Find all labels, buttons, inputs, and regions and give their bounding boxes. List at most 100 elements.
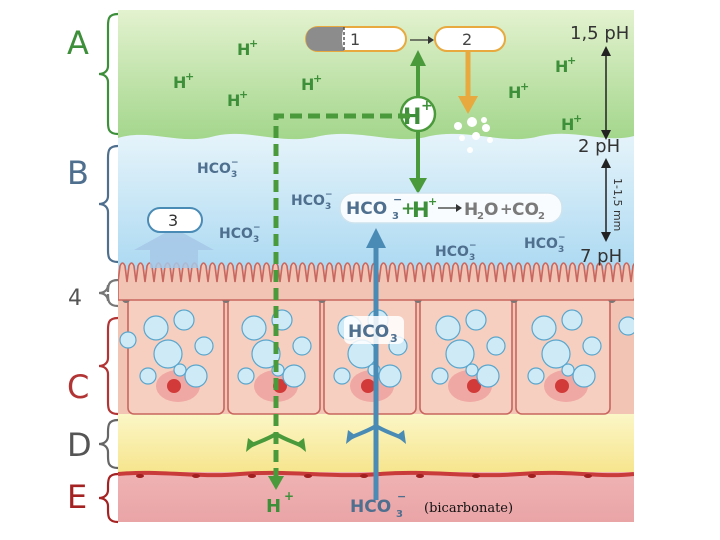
svg-text:H: H <box>561 115 574 134</box>
svg-text:2: 2 <box>538 211 545 222</box>
h-plus-ion: H+ <box>237 37 258 59</box>
svg-text:O: O <box>484 200 498 220</box>
hco3-blood: HCO <box>350 497 391 517</box>
vesicle <box>486 336 506 356</box>
svg-text:HCO: HCO <box>524 236 558 252</box>
ph-mid-label: 2 pH <box>578 136 620 157</box>
nucleolus <box>467 379 481 393</box>
svg-text:HCO: HCO <box>291 193 325 209</box>
svg-text:3: 3 <box>396 509 403 520</box>
svg-text:3: 3 <box>469 253 475 263</box>
vesicle <box>527 367 545 385</box>
vesicle <box>445 339 475 369</box>
svg-text:HCO: HCO <box>348 322 389 342</box>
svg-text:−: − <box>325 190 333 200</box>
vesicle <box>561 309 583 331</box>
vesicle <box>153 339 183 369</box>
vesicle <box>431 367 449 385</box>
blood-cell <box>584 474 592 478</box>
svg-text:H: H <box>464 200 478 220</box>
h-plus-ion: H+ <box>508 80 529 102</box>
svg-text:+: + <box>428 195 437 208</box>
svg-text:H: H <box>237 40 250 59</box>
layer-label-a: A <box>67 24 89 62</box>
svg-text:−: − <box>231 158 239 168</box>
vesicle <box>465 363 479 377</box>
svg-text:−: − <box>469 241 477 251</box>
svg-text:+: + <box>185 70 194 83</box>
blood-cell <box>304 474 312 478</box>
svg-text:H: H <box>412 198 430 222</box>
blood-cell <box>472 474 480 478</box>
vesicle <box>184 364 208 388</box>
vesicle <box>378 364 402 388</box>
layer-label-c: C <box>67 368 89 406</box>
svg-text:−: − <box>253 223 261 233</box>
vesicle <box>333 367 351 385</box>
svg-text:H: H <box>508 83 521 102</box>
digestion-fragments <box>454 117 493 153</box>
layer-brace <box>98 472 119 524</box>
box-1: 1 <box>305 26 407 52</box>
box-2: 2 <box>434 26 506 52</box>
svg-text:−: − <box>558 233 566 243</box>
svg-text:HCO: HCO <box>197 161 231 177</box>
blood-cell <box>528 474 536 478</box>
hco3-cell-box: HCO 3 <box>344 316 404 345</box>
layer-label-d: D <box>67 426 92 464</box>
vesicle <box>251 339 281 369</box>
svg-text:2: 2 <box>477 211 484 222</box>
svg-text:+: + <box>401 199 415 219</box>
svg-text:1: 1 <box>350 30 360 49</box>
svg-text:H: H <box>301 75 314 94</box>
vesicle <box>465 309 487 331</box>
nucleolus <box>167 379 181 393</box>
svg-text:CO: CO <box>512 200 539 220</box>
svg-text:+: + <box>520 80 529 93</box>
vesicle <box>572 364 596 388</box>
h-plus-ion: H+ <box>555 54 576 76</box>
vesicle <box>282 364 306 388</box>
layer-brace <box>98 418 119 470</box>
svg-text:+: + <box>500 200 513 218</box>
svg-text:HCO: HCO <box>435 244 469 260</box>
vesicle <box>561 363 575 377</box>
box-3: 3 <box>147 207 203 233</box>
blood-cell <box>136 474 144 478</box>
h-plus-blood: H <box>266 496 281 517</box>
nucleolus <box>555 379 569 393</box>
vesicle <box>292 336 312 356</box>
svg-text:+: + <box>421 98 433 114</box>
vesicle <box>582 336 602 356</box>
vesicle <box>173 309 195 331</box>
svg-text:H: H <box>173 73 186 92</box>
svg-text:+: + <box>573 112 582 125</box>
svg-text:3: 3 <box>231 170 237 180</box>
vesicle <box>143 315 169 341</box>
bicarbonate-caption: (bicarbonate) <box>424 501 513 516</box>
vesicle <box>241 315 267 341</box>
svg-text:−: − <box>397 490 406 503</box>
svg-text:+: + <box>567 54 576 67</box>
svg-text:HCO: HCO <box>346 199 387 219</box>
svg-text:3: 3 <box>168 211 178 230</box>
vesicle <box>541 339 571 369</box>
vesicle <box>531 315 557 341</box>
svg-text:+: + <box>313 72 322 85</box>
layer-brace <box>98 278 119 308</box>
svg-text:+: + <box>249 37 258 50</box>
h-plus-ion: H+ <box>227 88 248 110</box>
vesicle <box>476 364 500 388</box>
svg-text:+: + <box>239 88 248 101</box>
layer-brace <box>98 316 119 416</box>
svg-text:3: 3 <box>558 245 564 255</box>
neutralization-equation: HCO 3 − + H + H 2 O + CO 2 <box>339 192 563 224</box>
box-3-arrow <box>134 228 214 268</box>
vesicle <box>194 336 214 356</box>
vesicle <box>173 363 187 377</box>
nucleolus <box>361 379 375 393</box>
